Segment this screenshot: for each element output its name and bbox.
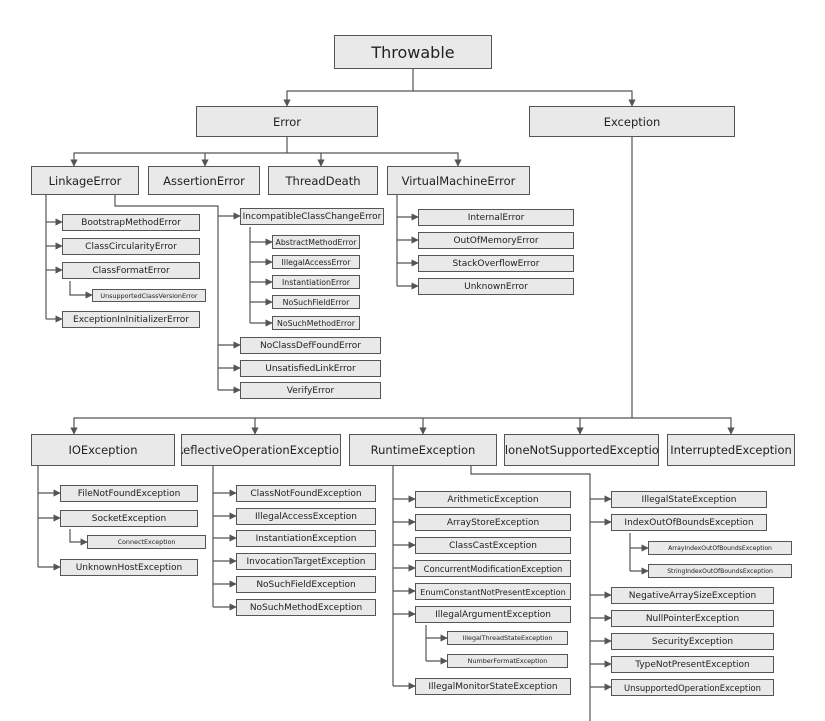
node-connect-exception: ConnectException [87, 535, 206, 549]
node-illegal-thread-state-exception: IllegalThreadStateException [447, 631, 568, 645]
node-no-such-field-exception: NoSuchFieldException [236, 576, 376, 593]
node-socket-exception: SocketException [60, 510, 198, 527]
node-array-index-out-of-bounds-exception: ArrayIndexOutOfBoundsException [648, 541, 792, 555]
node-enum-constant-not-present-exception: EnumConstantNotPresentException [415, 583, 571, 600]
node-reflective-operation-exception: ReflectiveOperationException [181, 434, 341, 466]
node-illegal-state-exception: IllegalStateException [611, 491, 767, 508]
node-no-such-method-error: NoSuchMethodError [272, 316, 360, 330]
node-linkage-error: LinkageError [31, 166, 139, 195]
node-interrupted-exception: InterruptedException [667, 434, 795, 466]
node-illegal-monitor-state-exception: IllegalMonitorStateException [415, 678, 571, 695]
node-class-not-found-exception: ClassNotFoundException [236, 485, 376, 502]
node-negative-array-size-exception: NegativeArraySizeException [611, 587, 774, 604]
node-no-class-def-found-error: NoClassDefFoundError [240, 337, 381, 354]
node-invocation-target-exception: InvocationTargetException [236, 553, 376, 570]
node-unknown-error: UnknownError [418, 278, 574, 295]
node-security-exception: SecurityException [611, 633, 774, 650]
node-illegal-access-error: IllegalAccessError [272, 255, 360, 269]
node-thread-death: ThreadDeath [268, 166, 378, 195]
node-exception-in-initializer-error: ExceptionInInitializerError [62, 311, 200, 328]
node-assertion-error: AssertionError [148, 166, 260, 195]
node-throwable: Throwable [334, 35, 492, 69]
node-type-not-present-exception: TypeNotPresentException [611, 656, 774, 673]
node-verify-error: VerifyError [240, 382, 381, 399]
node-virtual-machine-error: VirtualMachineError [387, 166, 530, 195]
node-runtime-exception: RuntimeException [349, 434, 497, 466]
node-index-out-of-bounds-exception: IndexOutOfBoundsException [611, 514, 767, 531]
node-abstract-method-error: AbstractMethodError [272, 235, 360, 249]
node-array-store-exception: ArrayStoreException [415, 514, 571, 531]
node-exception: Exception [529, 106, 735, 137]
node-error: Error [196, 106, 378, 137]
node-unsatisfied-link-error: UnsatisfiedLinkError [240, 360, 381, 377]
node-out-of-memory-error: OutOfMemoryError [418, 232, 574, 249]
node-arithmetic-exception: ArithmeticException [415, 491, 571, 508]
node-io-exception: IOException [31, 434, 175, 466]
node-incompatible-class-change-error: IncompatibleClassChangeError [240, 208, 384, 225]
node-file-not-found-exception: FileNotFoundException [60, 485, 198, 502]
node-illegal-argument-exception: IllegalArgumentException [415, 606, 571, 623]
node-class-cast-exception: ClassCastException [415, 537, 571, 554]
node-class-format-error: ClassFormatError [62, 262, 200, 279]
node-instantiation-error: InstantiationError [272, 275, 360, 289]
node-unsupported-operation-exception: UnsupportedOperationException [611, 679, 774, 696]
node-no-such-field-error: NoSuchFieldError [272, 295, 360, 309]
node-string-index-out-of-bounds-exception: StringIndexOutOfBoundsException [648, 564, 792, 578]
node-unknown-host-exception: UnknownHostException [60, 559, 198, 576]
node-no-such-method-exception: NoSuchMethodException [236, 599, 376, 616]
node-internal-error: InternalError [418, 209, 574, 226]
node-illegal-access-exception: IllegalAccessException [236, 508, 376, 525]
node-stack-overflow-error: StackOverflowError [418, 255, 574, 272]
node-class-circularity-error: ClassCircularityError [62, 238, 200, 255]
node-bootstrap-method-error: BootstrapMethodError [62, 214, 200, 231]
node-number-format-exception: NumberFormatException [447, 654, 568, 668]
node-instantiation-exception: InstantiationException [236, 530, 376, 547]
node-concurrent-modification-exception: ConcurrentModificationException [415, 560, 571, 577]
node-clone-not-supported-exception: CloneNotSupportedException [504, 434, 659, 466]
node-null-pointer-exception: NullPointerException [611, 610, 774, 627]
node-unsupported-class-version-error: UnsupportedClassVersionError [92, 289, 206, 302]
